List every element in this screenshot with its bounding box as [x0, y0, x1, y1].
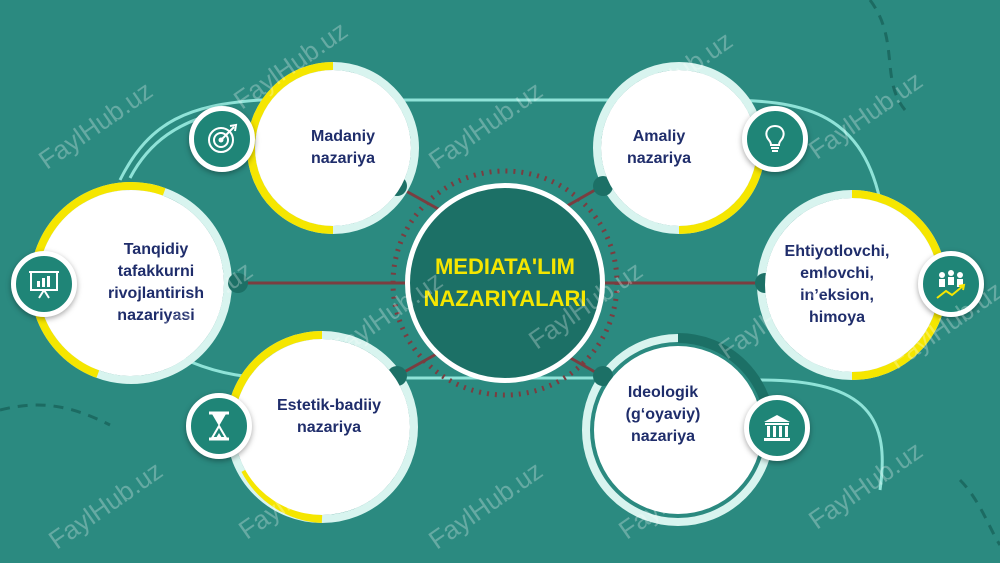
connector-dot — [228, 273, 248, 293]
institution-icon — [764, 415, 790, 441]
node-ideologik-badge — [744, 395, 810, 461]
center-circle — [405, 183, 605, 383]
team-growth-icon — [936, 270, 966, 299]
node-estetik-circle — [234, 339, 410, 515]
node-tanqidiy-label: Tanqidiy tafakkurni rivojlantirish nazar… — [107, 241, 205, 324]
connector-dot — [593, 366, 613, 386]
node-amaliy-circle — [601, 70, 757, 226]
node-estetik-badge — [186, 393, 252, 459]
node-ehtiyot-badge — [918, 251, 984, 317]
node-amaliy-label: Amaliy nazariya — [626, 128, 692, 167]
node-ehtiyot-label: Ehtiyotlovchi, emlovchi, in’eksion, himo… — [784, 243, 890, 326]
node-ehtiyot-circle — [765, 198, 939, 372]
node-amaliy-badge — [742, 106, 808, 172]
presentation-chart-icon — [29, 271, 59, 299]
center-title: MEDIATA'LIM NAZARIYALARI — [423, 254, 587, 311]
target-icon — [208, 123, 238, 153]
node-ideologik-label: Ideologik (g‘oyaviy) nazariya — [625, 384, 701, 445]
node-ideologik-circle — [594, 346, 762, 514]
node-madaniy-badge — [189, 106, 255, 172]
node-madaniy-circle — [255, 70, 411, 226]
lightbulb-icon — [765, 124, 785, 152]
node-estetik-label: Estetik-badiiy nazariya — [276, 397, 382, 436]
hourglass-icon — [209, 411, 229, 441]
node-tanqidiy-badge — [11, 251, 77, 317]
node-madaniy-label: Madaniy nazariya — [310, 128, 376, 167]
